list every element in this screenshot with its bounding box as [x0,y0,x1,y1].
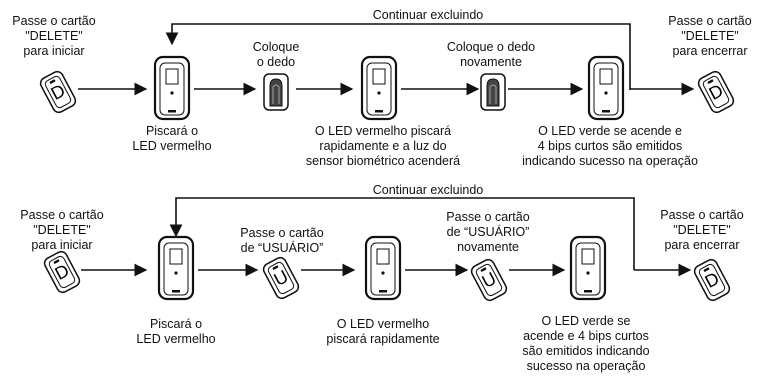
label-line: indicando sucesso na operação [522,154,698,168]
label-line: acende e 4 bips curtos [523,329,649,343]
reader-device-icon [360,55,398,121]
label-line: O LED vermelho [336,317,430,331]
label-line: "DELETE" [33,223,91,237]
label-line: novamente [460,55,522,69]
label-line: Passe o cartão [240,226,324,240]
row1-loop-arrow [165,23,631,90]
label-line: O LED verde se [541,314,631,328]
row1-end-card-icon: D [695,68,737,116]
label-line: Piscará o [145,124,199,138]
label-line: "DELETE" [673,223,731,237]
fingerprint-sensor-icon [263,73,289,111]
label-line: O LED verde se acende e [538,124,682,138]
label-line: para iniciar [23,44,85,58]
label-line: 4 bips curtos são emitidos [537,139,683,153]
loop-label: Continuar excluindo [372,8,484,22]
label-line: O LED vermelho piscará [314,124,452,138]
user-card-icon: U [260,254,302,302]
label-line: Passe o cartão [668,14,752,28]
reader-device-icon [587,55,625,121]
label-line: rapidamente e a luz do [319,139,447,153]
row2-end-card-icon: D [691,256,733,304]
label-line: Piscará o [149,317,203,331]
label-line: Coloque o dedo [446,40,536,54]
reader-device-icon [153,55,191,121]
reader-device-icon [364,235,402,301]
label-line: para encerrar [664,238,740,252]
user-card-icon: U [468,256,510,304]
label-line: Passe o cartão [20,208,104,222]
loop-label: Continuar excluindo [372,183,484,197]
reader-device-icon [157,235,195,301]
label-line: "DELETE" [681,29,739,43]
label-line: Passe o cartão [446,210,530,224]
label-line: piscará rapidamente [326,332,440,346]
label-line: novamente [457,240,519,254]
label-line: para encerrar [672,44,748,58]
label-line: de “USUÁRIO” [446,225,530,239]
row2-loop-arrow [169,197,635,270]
reader-device-icon [569,235,607,301]
row2-start-card-icon: D [41,248,83,296]
label-line: LED vermelho [132,139,212,153]
label-line: para iniciar [31,238,93,252]
label-line: são emitidos indicando [522,344,650,358]
label-line: LED vermelho [136,332,216,346]
label-line: Coloque [252,40,300,54]
row1-start-card-icon: D [37,68,79,116]
label-line: sucesso na operação [526,359,646,373]
label-line: "DELETE" [25,29,83,43]
label-line: sensor biométrico acenderá [305,154,461,168]
label-line: o dedo [256,55,296,69]
label-line: Passe o cartão [12,14,96,28]
fingerprint-sensor-icon [480,73,506,111]
label-line: de “USUÁRIO” [240,241,324,255]
label-line: Passe o cartão [660,208,744,222]
